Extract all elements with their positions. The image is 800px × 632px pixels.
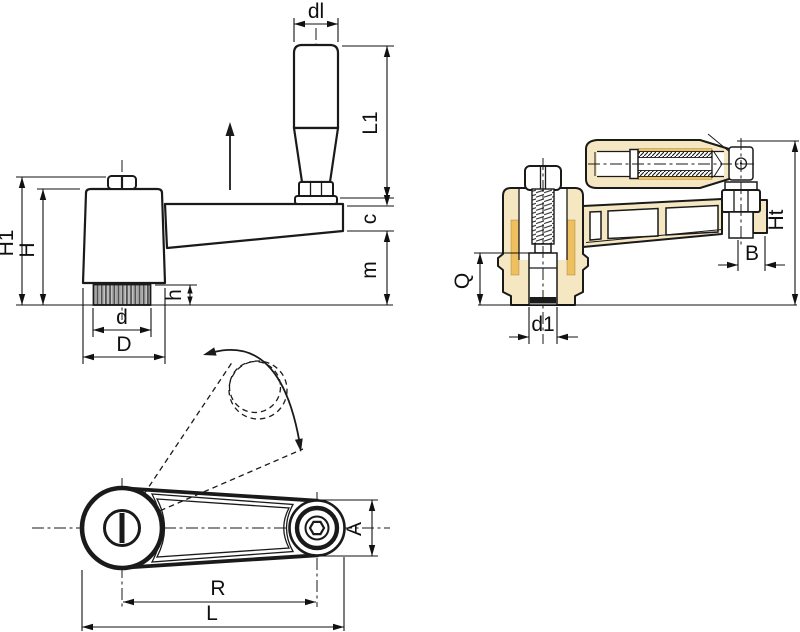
handle-boss-plan (288, 499, 346, 557)
dim-label-d: d (116, 306, 128, 329)
hub-outline (81, 187, 167, 285)
top-view-labels: R L A (206, 522, 366, 625)
dim-label-H: H (16, 242, 39, 257)
section-view-dimensions (474, 140, 799, 344)
centerlines (542, 138, 757, 344)
dim-label-c: c (358, 214, 381, 225)
top-view: R L A (32, 347, 390, 631)
screw-head (107, 175, 137, 190)
crank-arm-plan (124, 486, 319, 570)
side-view-dimensions (16, 18, 394, 364)
dim-label-dl: dl (308, 0, 324, 23)
section-view-labels: Q d1 B Ht (451, 209, 788, 336)
knurled-bush (92, 283, 152, 306)
folded-handle-section (585, 133, 735, 189)
dim-label-H1: H1 (0, 230, 18, 257)
hex-socket (308, 520, 326, 536)
dim-label-D: D (116, 333, 131, 356)
dim-label-d1: d1 (531, 313, 554, 336)
phantom-knob-circle (228, 360, 288, 420)
crank-arm-outline (163, 202, 345, 250)
side-view-labels: dl L1 c m H1 H h d D (0, 0, 382, 356)
grip-hex-nut (294, 181, 338, 205)
motion-arrow-up (225, 122, 235, 190)
dim-label-L: L (206, 602, 218, 625)
dim-label-R: R (210, 577, 225, 600)
top-view-dimensions (81, 499, 378, 631)
dim-label-Q: Q (451, 273, 474, 289)
section-view: Q d1 B Ht (451, 133, 799, 344)
handle-grip-outline (292, 43, 340, 205)
dim-label-Ht: Ht (765, 209, 788, 230)
dim-label-A: A (343, 522, 366, 536)
hub-plan (79, 485, 165, 571)
dim-label-h: h (163, 289, 186, 301)
dim-label-L1: L1 (359, 111, 382, 134)
arm-section (582, 198, 723, 248)
pivot-bolt-assembly (721, 146, 768, 239)
side-view: dl L1 c m H1 H h d D (0, 0, 394, 364)
break-line (707, 133, 732, 154)
dim-label-B: B (745, 242, 759, 265)
phantom-knob-circle-inner (228, 360, 282, 414)
fold-swing-arrow (203, 347, 303, 452)
dim-label-m: m (358, 261, 381, 279)
